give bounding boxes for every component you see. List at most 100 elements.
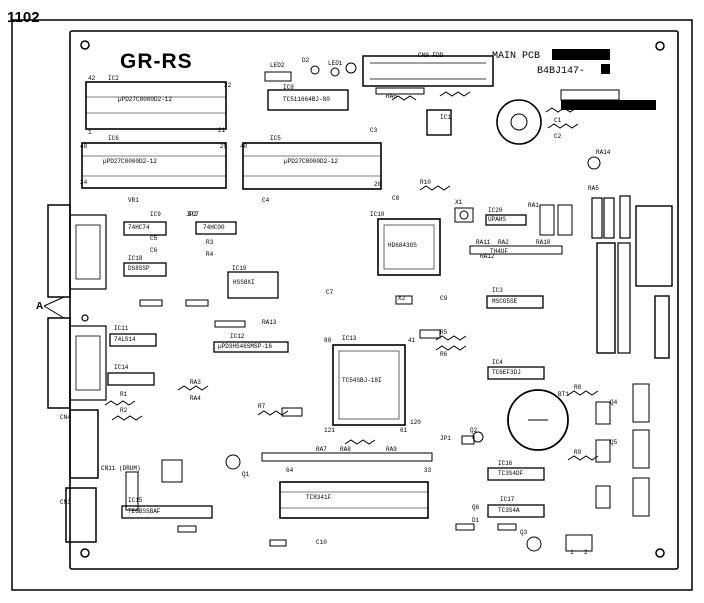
pin-label: 21 [218,127,226,134]
ref-label: IC11 [114,325,129,332]
ref-label: IC8 [283,84,294,91]
ref-label: C4 [262,197,270,204]
ic-label: UPAHS [488,216,507,223]
ref-label: R5 [440,329,448,336]
mounting-hole [655,548,665,558]
ref-label: C3 [370,127,378,134]
ref-label: Q1 [242,471,250,478]
pin-label: 41 [408,337,416,344]
ic-label: TEGBSSBAF [128,508,161,515]
buzzer [496,99,542,145]
ref-label: R8 [574,384,582,391]
ref-label: Q3 [520,529,528,536]
ref-label: R10 [420,179,431,186]
ref-label: D1 [472,517,480,524]
ref-label: R7 [258,403,266,410]
ref-label: C8 [392,195,400,202]
ref-label: IC17 [500,496,515,503]
transistor-block [632,383,650,423]
ref-label: RA5 [588,185,599,192]
ic-label: µPD27C8000D2-12 [284,158,339,165]
part-number: B4BJ147- [537,66,586,77]
connector-label: CN9 FDD [418,52,444,59]
ref-label: VR1 [128,197,139,204]
pin-label: 1 [570,549,574,556]
ic-label: TH4UF [490,248,509,255]
ic-label: µPD3HS46SMSP-16 [218,343,273,350]
pin-label: 20 [374,181,382,188]
ic-dram [267,89,349,111]
ref-label: JP1 [440,435,451,442]
pin-label: 24 [80,179,88,186]
ref-label: RA7 [316,446,327,453]
pin-label: 22 [224,82,232,89]
ref-label: R2 [120,407,128,414]
mounting-hole [80,548,90,558]
ref-label: RA9 [386,446,397,453]
ic-gate-array [377,218,441,276]
pin-label: 2 [584,549,588,556]
ic-eprom-upper [85,81,227,130]
ref-label: IC18 [128,255,143,262]
ref-label: LED2 [270,62,285,69]
pin-label: 40 [240,143,248,150]
ref-label: IC10 [370,211,385,218]
ref-label: C10 [316,539,327,546]
led-black [345,62,357,74]
ref-label: RA14 [596,149,611,156]
ref-label: X1 [455,199,463,206]
ic-label: 74HC74 [128,224,150,231]
part-number-box [601,64,610,74]
ref-label: LED1 [328,60,343,67]
ref-label: Q6 [472,504,480,511]
page-frame [11,19,693,591]
ic-label: 74LS14 [114,336,136,343]
ref-label: IC14 [114,364,129,371]
ref-label: IC3 [492,287,503,294]
board-title: GR-RS [120,50,193,73]
ref-label: RA4 [190,395,201,402]
ref-label: IC12 [230,333,245,340]
ref-label: IC1 [440,114,451,121]
ref-label: C7 [326,289,334,296]
connector-label: CN4 [60,414,71,421]
mounting-hole [655,41,665,51]
callout-letter: A [36,301,44,312]
ref-label: Q5 [610,439,618,446]
ic-label: TC6EF3DJ [492,369,521,376]
ic-label: TC8341F [306,494,332,501]
ic-label: 74HC00 [203,224,225,231]
ic-label: HSS8XI [233,279,255,286]
part-number-box [552,49,610,60]
ref-label: R1 [120,391,128,398]
ref-label: RA2 [498,239,509,246]
ref-label: IC15 [128,497,143,504]
ref-label: RA13 [262,319,277,326]
pin-label: 61 [400,427,408,434]
led-red [310,65,320,75]
ref-label: IC9 [150,211,161,218]
ref-label: IC20 [488,207,503,214]
ic-label: µPD27C8000D2-12 [118,96,173,103]
ref-label: C5 [150,235,158,242]
ref-label: RA11 [476,239,491,246]
pin-label: 33 [424,467,432,474]
ref-label: RA3 [190,379,201,386]
ref-label: Q2 [470,427,478,434]
lot-code-box [560,89,620,101]
ref-label: C2 [554,133,562,140]
ic-label: TC3S4A [498,507,520,514]
ref-label: BT1 [558,391,569,398]
ic-main-cpu [332,344,406,426]
pin-label: 80 [324,337,332,344]
ref-label: D2 [302,57,310,64]
mounting-hole [80,40,90,50]
pin-label: 48 [80,143,88,150]
ref-label: C1 [554,117,562,124]
ref-label: IC7 [188,211,199,218]
pin-label: 42 [88,75,96,82]
ref-label: R3 [206,239,214,246]
ref-label: RA10 [536,239,551,246]
ref-label: RA1 [528,202,539,209]
ic-label: TC54SBJ-18I [342,377,382,384]
